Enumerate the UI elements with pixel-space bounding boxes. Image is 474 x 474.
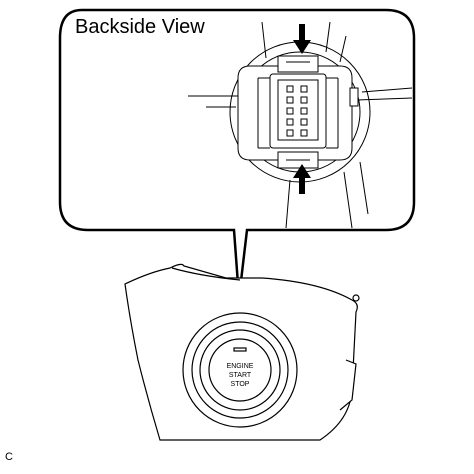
button-label-line2: START bbox=[229, 372, 252, 379]
callout-title: Backside View bbox=[75, 16, 205, 38]
wire-bottom-1 bbox=[285, 179, 291, 229]
wire-bottom-2 bbox=[343, 171, 353, 229]
top-latch bbox=[277, 55, 319, 73]
dashboard-panel bbox=[124, 263, 360, 441]
wire-top-1 bbox=[261, 21, 267, 59]
housing-right-tab bbox=[349, 87, 359, 107]
button-label-line3: STOP bbox=[231, 381, 250, 388]
figure-code: C bbox=[5, 451, 13, 463]
panel-right-tab bbox=[339, 359, 357, 411]
engine-start-button bbox=[208, 338, 272, 402]
button-label: ENGINE START STOP bbox=[227, 363, 254, 388]
arrow-down-icon bbox=[293, 24, 311, 54]
arrow-up-icon bbox=[293, 164, 311, 194]
wire-right-1 bbox=[355, 97, 413, 101]
callout-frame bbox=[58, 8, 416, 299]
button-label-line1: ENGINE bbox=[227, 363, 254, 370]
button-bezel-middle bbox=[191, 321, 289, 419]
wire-top-3 bbox=[339, 35, 347, 63]
button-indicator-icon bbox=[233, 347, 247, 352]
connector-inner bbox=[277, 79, 319, 141]
button-bezel-inner bbox=[199, 329, 281, 411]
wire-bottom-3 bbox=[359, 161, 369, 215]
wire-right-2 bbox=[361, 87, 413, 93]
terminal-pins bbox=[286, 85, 308, 137]
